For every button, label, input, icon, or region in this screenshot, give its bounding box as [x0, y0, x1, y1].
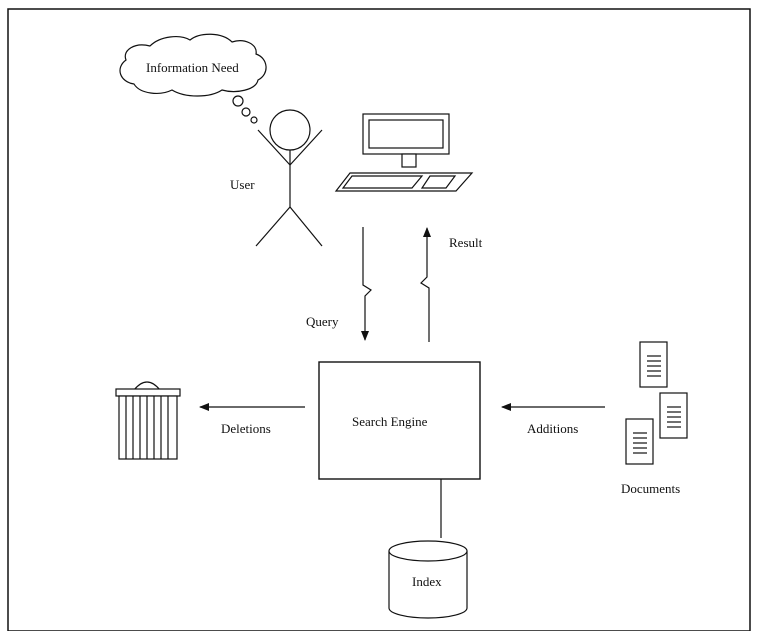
thought-bubble-large: [232, 95, 244, 107]
computer-icon: [334, 113, 474, 192]
result-label: Result: [449, 235, 483, 250]
index-label: Index: [412, 574, 442, 589]
search-engine-box: [318, 361, 481, 480]
document-icon-top: [639, 341, 668, 388]
deletions-label: Deletions: [221, 421, 271, 436]
additions-label: Additions: [527, 421, 579, 436]
result-arrow: [420, 227, 431, 342]
trash-can-icon: [115, 381, 181, 460]
documents-label: Documents: [621, 481, 681, 496]
document-icon-left: [625, 418, 654, 465]
diagram-frame: [7, 8, 751, 632]
document-icon-right: [659, 392, 688, 439]
query-label: Query: [306, 314, 339, 329]
thought-cloud: [119, 33, 267, 97]
query-arrow: [361, 227, 372, 341]
user-figure: [255, 109, 323, 247]
search-engine-label: Search Engine: [352, 414, 428, 429]
user-label: User: [230, 177, 255, 192]
index-cylinder: [388, 540, 468, 619]
thought-bubble-medium: [241, 107, 251, 117]
information-need-label: Information Need: [146, 60, 239, 75]
thought-bubble-small: [250, 116, 258, 124]
